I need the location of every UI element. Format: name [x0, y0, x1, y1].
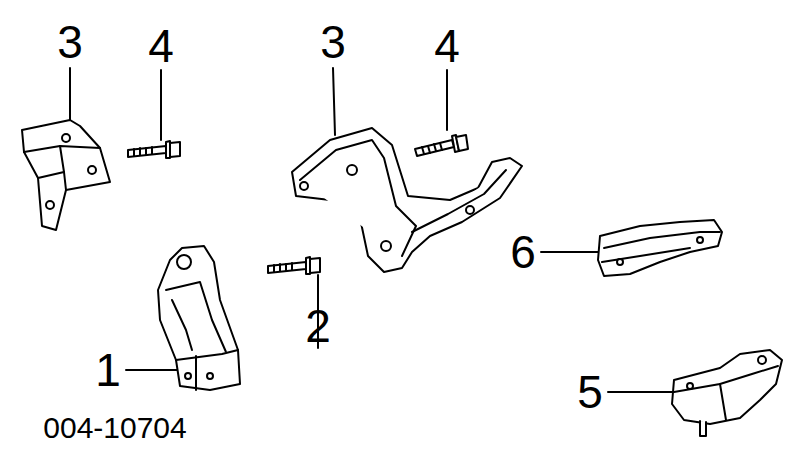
label-holder: 3	[57, 19, 83, 65]
callout-number: 6	[510, 229, 536, 275]
label-holder: 004-10704	[43, 413, 186, 443]
label-holder: 3	[320, 19, 346, 65]
callout-number: 4	[434, 23, 460, 69]
mount-bracket	[22, 120, 110, 230]
label-holder: 4	[148, 23, 174, 69]
label-holder: 6	[510, 229, 536, 275]
engine-mount	[158, 246, 240, 390]
bolt	[415, 135, 468, 156]
callout-number: 4	[148, 23, 174, 69]
label-holder: 2	[305, 303, 331, 349]
mount-bracket	[292, 128, 522, 272]
callout-number: 3	[57, 19, 83, 65]
label-holder: 5	[577, 369, 603, 415]
bolt	[128, 141, 180, 158]
label-holder: 4	[434, 23, 460, 69]
engine-mount	[672, 350, 782, 436]
bolt	[268, 257, 320, 274]
callout-number: 3	[320, 19, 346, 65]
label-holder: 1	[95, 347, 121, 393]
leader-lines	[70, 68, 676, 392]
callout-number: 2	[305, 303, 331, 349]
figure-code: 004-10704	[43, 413, 186, 443]
callout-number: 5	[577, 369, 603, 415]
transmission-mount	[598, 220, 722, 276]
callout-number: 1	[95, 347, 121, 393]
